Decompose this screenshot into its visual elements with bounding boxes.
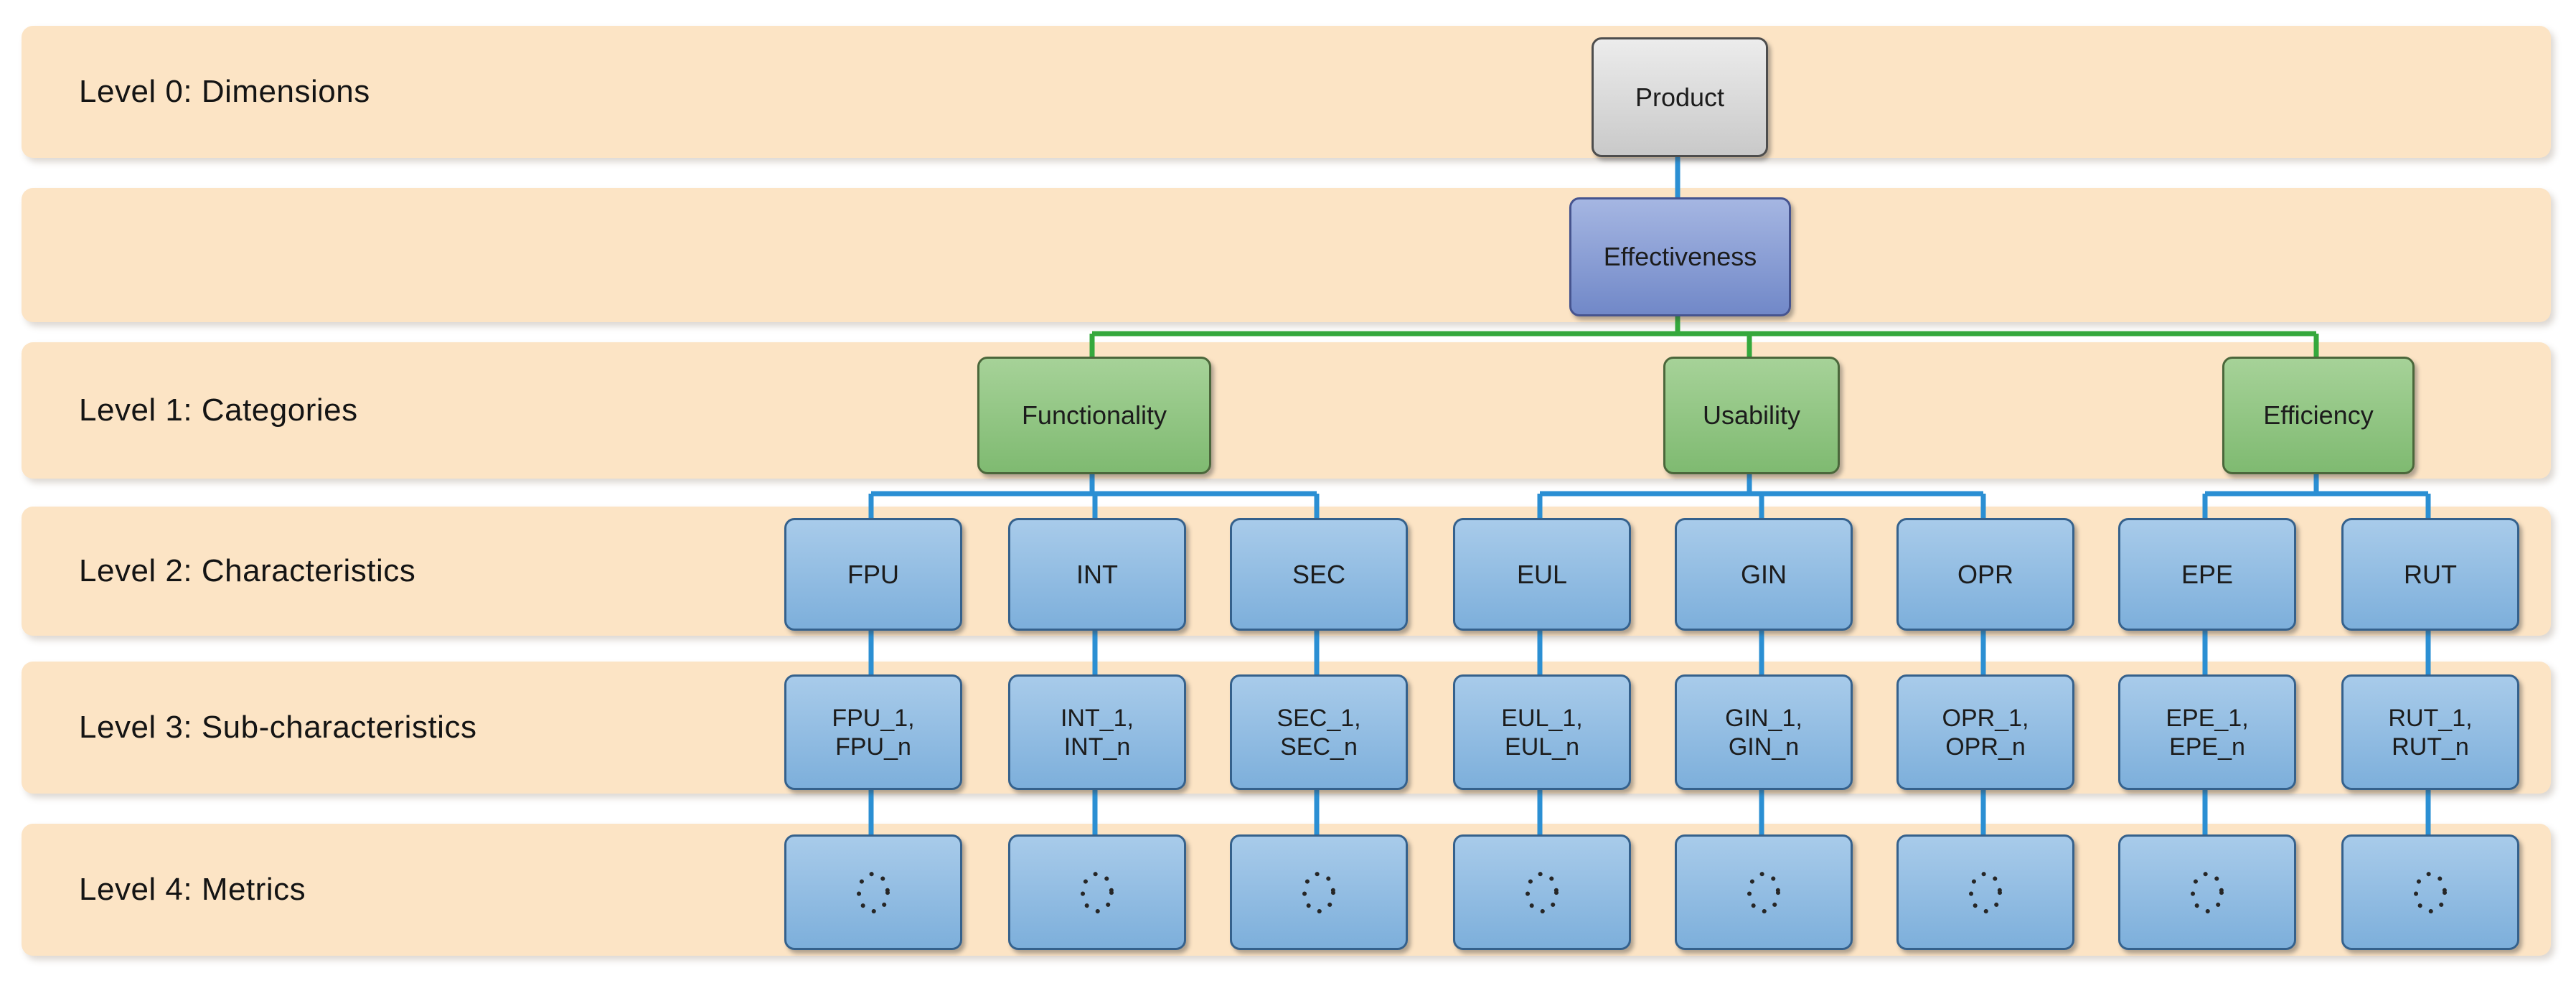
characteristic-node-opr: OPR <box>1896 518 2074 631</box>
level-band-dimension <box>22 188 2551 322</box>
dotted-circle-icon <box>2191 871 2224 913</box>
metric-node-sec <box>1230 834 1408 950</box>
sub-line-1: SEC_1, <box>1277 704 1361 732</box>
dotted-circle-icon <box>1747 871 1780 913</box>
node-category-functionality: Functionality <box>977 357 1211 474</box>
dotted-circle-icon <box>1526 871 1559 913</box>
characteristic-node-epe: EPE <box>2118 518 2296 631</box>
sub-line-2: EPE_n <box>2169 733 2245 761</box>
subcharacteristic-node-gin: GIN_1, GIN_n <box>1675 674 1853 790</box>
sub-line-2: SEC_n <box>1280 733 1358 761</box>
dotted-circle-icon <box>1081 871 1114 913</box>
metric-node-epe <box>2118 834 2296 950</box>
sub-line-2: RUT_n <box>2392 733 2469 761</box>
level-band-0: Level 0: Dimensions <box>22 26 2551 158</box>
characteristic-node-eul: EUL <box>1453 518 1631 631</box>
node-effectiveness-label: Effectiveness <box>1603 242 1757 272</box>
green-connectors <box>1089 312 2319 357</box>
characteristic-node-fpu: FPU <box>784 518 962 631</box>
sub-line-2: OPR_n <box>1945 733 2026 761</box>
characteristic-label: FPU <box>847 559 899 589</box>
category-label: Functionality <box>1021 400 1167 431</box>
sub-line-1: OPR_1, <box>1942 704 2029 732</box>
subcharacteristic-node-opr: OPR_1, OPR_n <box>1896 674 2074 790</box>
node-product: Product <box>1592 37 1768 157</box>
sub-line-2: FPU_n <box>835 733 911 761</box>
characteristic-node-gin: GIN <box>1675 518 1853 631</box>
category-label: Efficiency <box>2263 400 2374 431</box>
characteristic-label: INT <box>1076 559 1118 589</box>
node-effectiveness: Effectiveness <box>1569 197 1791 316</box>
band-label-level-4: Level 4: Metrics <box>79 872 306 907</box>
sub-line-1: EPE_1, <box>2166 704 2249 732</box>
sub-line-1: FPU_1, <box>832 704 915 732</box>
characteristic-label: OPR <box>1957 559 2013 589</box>
characteristic-node-sec: SEC <box>1230 518 1408 631</box>
dotted-circle-icon <box>857 871 890 913</box>
characteristic-label: GIN <box>1740 559 1787 589</box>
band-label-level-1: Level 1: Categories <box>79 392 358 428</box>
sub-line-1: GIN_1, <box>1725 704 1802 732</box>
characteristic-label: SEC <box>1292 559 1346 589</box>
dotted-circle-icon <box>1302 871 1335 913</box>
characteristic-label: EUL <box>1516 559 1568 589</box>
subcharacteristic-node-epe: EPE_1, EPE_n <box>2118 674 2296 790</box>
node-category-efficiency: Efficiency <box>2222 357 2415 474</box>
band-label-level-0: Level 0: Dimensions <box>79 74 370 109</box>
characteristic-label: EPE <box>2181 559 2234 589</box>
blue-connectors <box>868 153 2431 834</box>
metric-node-opr <box>1896 834 2074 950</box>
subcharacteristic-node-eul: EUL_1, EUL_n <box>1453 674 1631 790</box>
node-category-usability: Usability <box>1663 357 1840 474</box>
characteristic-label: RUT <box>2404 559 2457 589</box>
subcharacteristic-node-int: INT_1, INT_n <box>1008 674 1186 790</box>
characteristic-node-rut: RUT <box>2341 518 2519 631</box>
metric-node-int <box>1008 834 1186 950</box>
sub-line-1: EUL_1, <box>1501 704 1583 732</box>
characteristic-node-int: INT <box>1008 518 1186 631</box>
node-product-label: Product <box>1635 82 1725 112</box>
sub-line-1: RUT_1, <box>2388 704 2473 732</box>
band-label-level-2: Level 2: Characteristics <box>79 553 416 588</box>
metric-node-gin <box>1675 834 1853 950</box>
sub-line-2: EUL_n <box>1505 733 1579 761</box>
category-label: Usability <box>1702 400 1801 431</box>
sub-line-2: GIN_n <box>1728 733 1800 761</box>
metric-node-eul <box>1453 834 1631 950</box>
metric-node-rut <box>2341 834 2519 950</box>
sub-line-1: INT_1, <box>1060 704 1134 732</box>
subcharacteristic-node-rut: RUT_1, RUT_n <box>2341 674 2519 790</box>
dotted-circle-icon <box>1969 871 2002 913</box>
dotted-circle-icon <box>2414 871 2447 913</box>
band-label-level-3: Level 3: Sub-characteristics <box>79 710 477 745</box>
subcharacteristic-node-fpu: FPU_1, FPU_n <box>784 674 962 790</box>
metric-node-fpu <box>784 834 962 950</box>
level-band-1: Level 1: Categories <box>22 342 2551 479</box>
sub-line-2: INT_n <box>1063 733 1131 761</box>
subcharacteristic-node-sec: SEC_1, SEC_n <box>1230 674 1408 790</box>
